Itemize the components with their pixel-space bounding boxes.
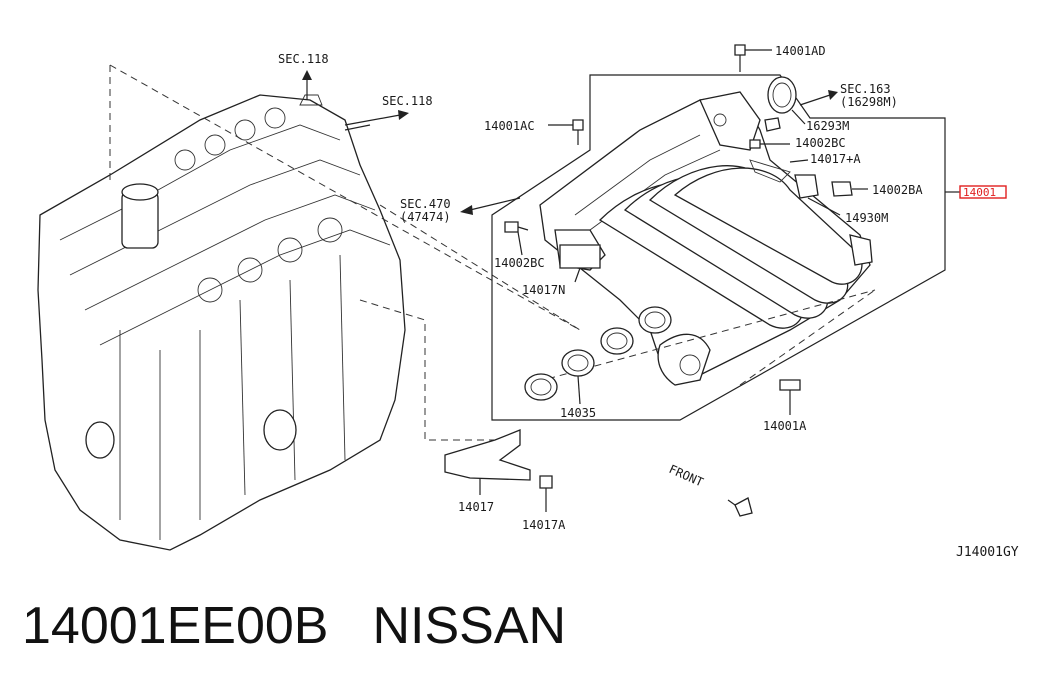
label-16293M: 16293M	[806, 119, 849, 133]
label-sec470: SEC.470	[400, 197, 451, 211]
label-sec118-top: SEC.118	[278, 52, 329, 66]
label-14930M: 14930M	[845, 211, 888, 225]
label-14002BC-left: 14002BC	[494, 256, 545, 270]
intake-manifold-illustration	[539, 91, 873, 386]
gasket-14035-illustration	[524, 289, 876, 405]
label-14017N: 14017N	[522, 283, 565, 297]
label-sec163-code: (16298M)	[840, 95, 898, 109]
label-sec118-right: SEC.118	[382, 94, 433, 108]
diagram-code: J14001GY	[956, 545, 1019, 560]
label-14002BA: 14002BA	[872, 183, 923, 197]
part-number: 14001EE00B	[22, 597, 329, 655]
bracket-14017-illustration	[444, 429, 553, 512]
label-14017A: 14017A	[522, 518, 566, 532]
sec-arrows	[302, 70, 838, 215]
leader-dashed	[379, 204, 581, 331]
label-14001A: 14001A	[763, 419, 807, 433]
label-14017-plus-A: 14017+A	[810, 152, 861, 166]
leader-dashed	[109, 64, 581, 331]
label-sec163: SEC.163	[840, 82, 891, 96]
label-14001AC: 14001AC	[484, 119, 535, 133]
label-14002BC-top: 14002BC	[795, 136, 846, 150]
highlight-box-14001	[959, 185, 1007, 199]
label-14001[interactable]: 14001	[963, 186, 996, 199]
brand-name: NISSAN	[372, 597, 567, 655]
label-14035: 14035	[560, 406, 596, 420]
fasteners-illustration	[504, 44, 868, 415]
label-14001AD: 14001AD	[775, 44, 826, 58]
front-direction-arrow	[727, 497, 753, 517]
engine-block-illustration	[37, 94, 406, 551]
part-caption: 14001EE00B NISSAN	[22, 596, 566, 656]
exploded-parts-diagram: SEC.118 SEC.118 SEC.470 (47474) SEC.163 …	[37, 44, 1019, 560]
label-14017: 14017	[458, 500, 494, 514]
label-front: FRONT	[667, 462, 706, 489]
label-sec470-code: (47474)	[400, 210, 451, 224]
